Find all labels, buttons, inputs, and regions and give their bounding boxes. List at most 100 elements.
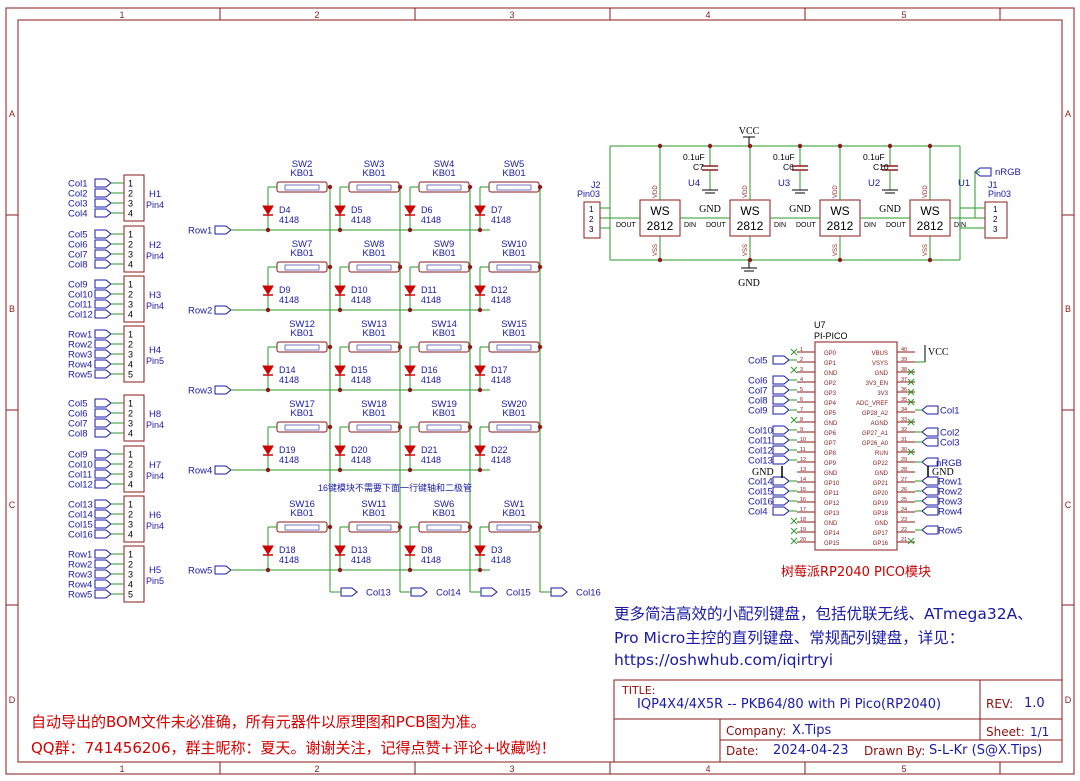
diode-ref: D9	[279, 285, 291, 295]
row-port	[214, 565, 232, 575]
switch-value: KB01	[502, 168, 525, 179]
diode-ref: D7	[491, 205, 503, 215]
pico-pin-name: GP10	[824, 481, 840, 487]
diode-value: 4148	[279, 215, 299, 225]
pico-pin-num: 14	[800, 477, 806, 483]
header-net-label: Col5	[68, 399, 88, 410]
diode-ref: D17	[491, 365, 508, 375]
nc-mark	[907, 388, 915, 396]
column-port-label: Col13	[366, 588, 391, 599]
pico-pin-num: 12	[800, 457, 806, 463]
header-net-label: Col5	[68, 230, 88, 241]
pico-pin-num: 17	[800, 507, 806, 513]
pico-pin-name: GP12	[824, 501, 840, 507]
header-net-port	[94, 279, 112, 289]
pico-pin-num: 21	[901, 537, 907, 543]
header-pin-number: 3	[128, 300, 133, 310]
switch-plunger	[356, 344, 392, 351]
header-net-port	[94, 289, 112, 299]
diode-value: 4148	[491, 455, 511, 465]
pico-pin-name: GP9	[824, 461, 837, 467]
switch-ref: SW19	[431, 399, 457, 410]
diode-ref: D3	[491, 545, 503, 555]
row-port	[214, 225, 232, 235]
diode-symbol	[474, 445, 486, 455]
column-junction	[467, 344, 473, 350]
pico-right-net: Row4	[938, 507, 962, 518]
row-port-label: Row4	[188, 466, 212, 477]
column-junction	[397, 184, 403, 190]
led-chip-label: WS	[830, 204, 849, 218]
header-net-label: Row3	[68, 350, 92, 361]
j2-pin: 2	[589, 215, 594, 224]
pico-pin-name: GP4	[824, 401, 837, 407]
diode-value: 4148	[421, 455, 441, 465]
header-body	[123, 174, 145, 222]
frame-col-label: 5	[901, 764, 906, 774]
header-net-port	[94, 239, 112, 249]
title-value: IQP4X4/4X5R -- PKB64/80 with Pi Pico(RP2…	[637, 697, 942, 712]
pico-left-port	[772, 445, 790, 455]
diode-ref: D12	[491, 285, 508, 295]
frame-col-label: 4	[705, 10, 710, 20]
frame-row-label: D	[9, 695, 16, 705]
header-value: Pin4	[146, 301, 164, 311]
header-pin-number: 3	[128, 419, 133, 429]
header-pin-number: 4	[128, 429, 133, 439]
led-chip-label: WS	[920, 204, 939, 218]
switch-body	[276, 261, 328, 273]
header-pin-number: 1	[128, 450, 133, 460]
header-net-port	[94, 398, 112, 408]
pico-pin-name: GP15	[824, 541, 840, 547]
header-net-port	[94, 509, 112, 519]
column-port	[410, 587, 428, 597]
row-junction	[477, 387, 483, 393]
pico-body	[814, 341, 898, 551]
pico-left-port	[772, 486, 790, 496]
header-value: Pin4	[146, 420, 164, 430]
pico-right-port	[921, 476, 939, 486]
header-net-port	[94, 449, 112, 459]
pico-right-port	[921, 405, 939, 415]
column-port-label: Col15	[506, 588, 531, 599]
info-url[interactable]: https://oshwhub.com/iqirtryi	[614, 651, 834, 669]
header-pin-number: 2	[128, 240, 133, 250]
pico-pin-num: 20	[800, 537, 806, 543]
header-net-label: Col7	[68, 419, 88, 430]
row-port-label: Row1	[188, 226, 212, 237]
pico-left-port	[772, 375, 790, 385]
pico-right-net: Col1	[940, 406, 960, 417]
switch-plunger	[284, 424, 320, 431]
header-pin-number: 4	[128, 310, 133, 320]
header-body	[123, 495, 145, 543]
row-junction	[407, 307, 413, 313]
pico-right-port	[921, 437, 939, 447]
header-value: Pin4	[146, 471, 164, 481]
diode-ref: D21	[421, 445, 438, 455]
column-junction	[467, 424, 473, 430]
pico-pin-name: VBUS	[872, 351, 888, 357]
switch-body	[418, 421, 470, 433]
header-net-label: Col16	[68, 530, 93, 541]
pico-pin-num: 11	[800, 447, 806, 453]
diode-ref: D5	[351, 205, 363, 215]
switch-plunger	[426, 344, 462, 351]
pico-pin-name: GP1	[824, 361, 837, 367]
pico-right-port	[921, 496, 939, 506]
pico-left-net: Col4	[748, 507, 768, 518]
header-net-port	[94, 418, 112, 428]
nc-mark	[907, 537, 915, 545]
row-port-label: Row5	[188, 566, 212, 577]
header-net-label: Col8	[68, 429, 88, 440]
nc-mark	[907, 398, 915, 406]
pico-right-net: Row3	[938, 497, 962, 508]
diode-value: 4148	[491, 555, 511, 565]
diode-value: 4148	[351, 555, 371, 565]
header-body	[123, 545, 145, 603]
pico-pin-num: 15	[800, 487, 806, 493]
diode-ref: D15	[351, 365, 368, 375]
pico-pin-name: GP17	[873, 531, 889, 537]
header-pin-number: 2	[128, 189, 133, 199]
cap-value: 0.1uF	[773, 152, 795, 162]
